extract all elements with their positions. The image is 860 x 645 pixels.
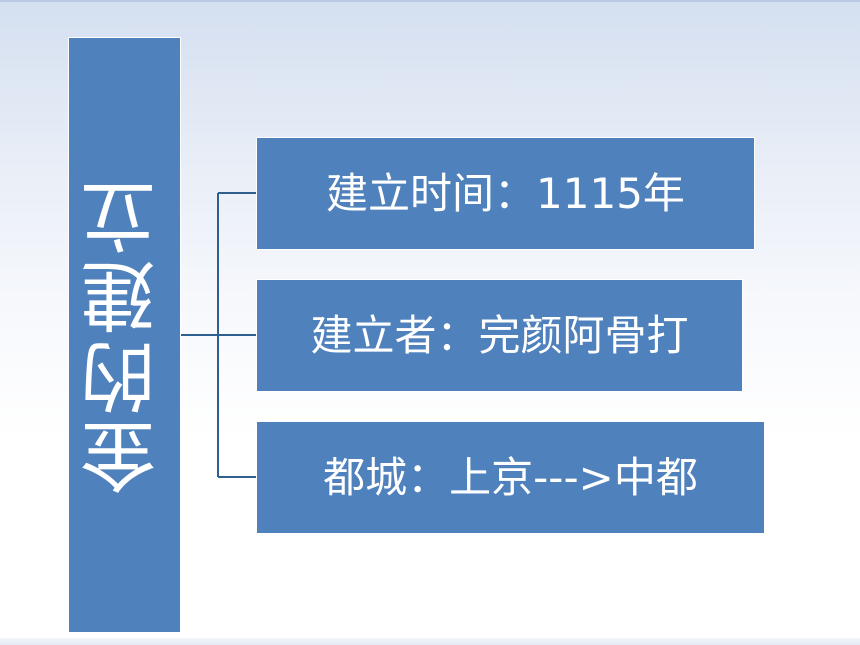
child-node-label: 建立者：完颜阿骨打 bbox=[310, 310, 689, 360]
child-node-label: 都城：上京--->中都 bbox=[323, 452, 698, 502]
root-node: 金的建立 bbox=[68, 37, 181, 633]
child-node-founder: 建立者：完颜阿骨打 bbox=[256, 279, 743, 392]
top-border-line bbox=[0, 0, 860, 2]
child-node-capital: 都城：上京--->中都 bbox=[256, 421, 765, 534]
root-node-label: 金的建立 bbox=[79, 175, 169, 495]
child-node-label: 建立时间：1115年 bbox=[326, 168, 685, 218]
bottom-border-strip bbox=[0, 638, 860, 645]
child-node-founding-time: 建立时间：1115年 bbox=[256, 137, 755, 250]
